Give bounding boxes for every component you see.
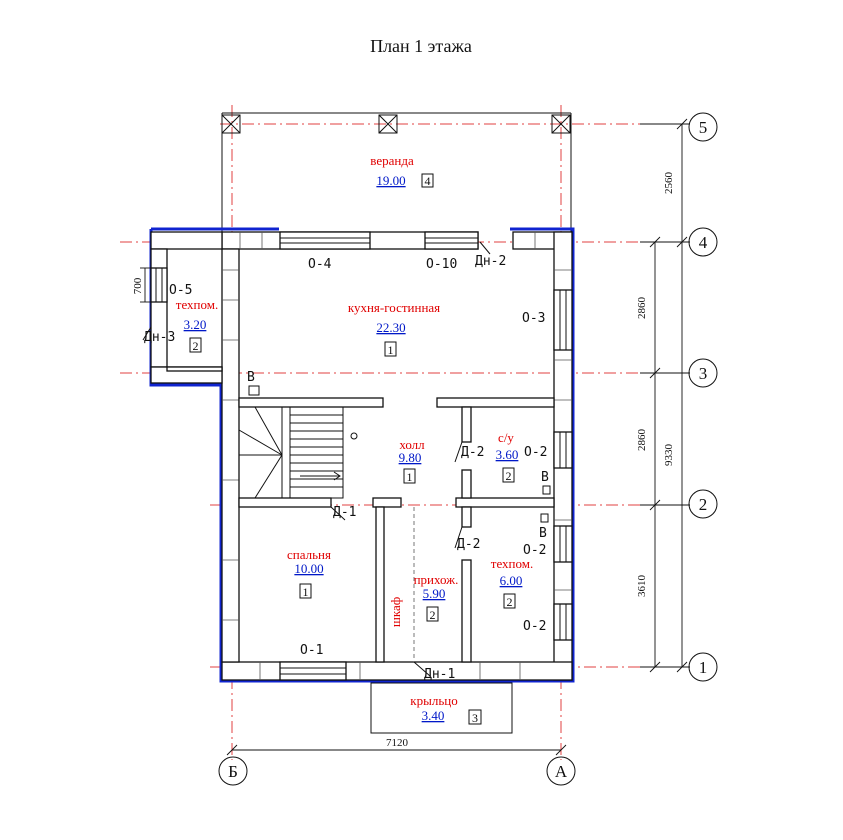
room-name: холл: [399, 437, 425, 452]
room-area: 3.40: [422, 708, 445, 723]
dim-5-4: 2560: [663, 172, 675, 195]
room-entry-label: прихож. 5.90 2: [414, 572, 459, 622]
room-name: с/у: [498, 430, 514, 445]
mark-d2-b: Д-2: [457, 537, 480, 552]
vent-markers: В В В: [247, 370, 551, 541]
vent-label-2: В: [541, 470, 549, 485]
dim-width: 7120: [386, 737, 409, 749]
room-class: 2: [507, 595, 513, 609]
room-class: 1: [388, 343, 394, 357]
dim-4-3: 2860: [636, 297, 648, 320]
staircase: [238, 406, 358, 499]
window-o2-b: [553, 525, 573, 563]
axis-label-1: 1: [699, 658, 708, 677]
axis-bubble-b: [218, 756, 248, 786]
room-name: техпом.: [491, 556, 533, 571]
axis-label-a: А: [555, 762, 568, 781]
mark-o10: О-10: [426, 257, 457, 272]
room-name: техпом.: [176, 297, 218, 312]
mark-dn2: Дн-2: [475, 254, 506, 269]
room-name: прихож.: [414, 572, 459, 587]
room-area: 3.20: [184, 317, 207, 332]
room-area: 5.90: [423, 586, 446, 601]
room-porch-label: крыльцо 3.40 3: [410, 693, 482, 725]
window-o1: [279, 661, 347, 681]
axis-label-4: 4: [699, 233, 708, 252]
windows: [150, 231, 573, 681]
room-hall-label: холл 9.80 1: [399, 437, 426, 484]
doors: [142, 241, 491, 677]
dimension-bottom: 7120: [226, 737, 567, 756]
closet-label: шкаф: [388, 597, 403, 627]
axis-bubbles: 5 4 3 2 1 Б А: [218, 112, 718, 786]
dimension-chain-right: 2560 2860 2860 9330 3610: [636, 118, 690, 673]
room-bedroom-label: спальня 10.00 1: [287, 547, 331, 599]
mark-d2-a: Д-2: [461, 445, 484, 460]
mark-dn3: Дн-3: [144, 330, 175, 345]
axis-bubble-5: [688, 112, 718, 142]
room-class: 1: [303, 585, 309, 599]
mark-o3: О-3: [522, 311, 545, 326]
room-tech-left-label: техпом. 3.20 2: [176, 297, 218, 353]
window-o5: [150, 267, 168, 303]
column-post: [551, 114, 571, 134]
axis-label-3: 3: [699, 364, 708, 383]
room-tech-right-label: техпом. 6.00 2: [491, 556, 533, 609]
column-post: [221, 114, 241, 134]
dim-total: 9330: [663, 444, 675, 467]
window-o4: [279, 231, 371, 250]
axis-bubble-2: [688, 489, 718, 519]
axis-label-5: 5: [699, 118, 708, 137]
dim-2-1: 3610: [636, 575, 648, 598]
room-area: 10.00: [294, 561, 323, 576]
room-class: 2: [193, 339, 199, 353]
room-kitchen-label: кухня-гостинная 22.30 1: [348, 300, 440, 357]
mark-o4: О-4: [308, 257, 332, 272]
room-name: крыльцо: [410, 693, 457, 708]
axis-bubble-a: [546, 756, 576, 786]
room-name: спальня: [287, 547, 331, 562]
room-name: кухня-гостинная: [348, 300, 440, 315]
mark-o2-a: О-2: [524, 445, 547, 460]
room-area: 22.30: [376, 320, 405, 335]
room-area: 9.80: [399, 450, 422, 465]
column-post: [378, 114, 398, 134]
window-o10: [424, 231, 479, 250]
room-class: 2: [430, 608, 436, 622]
plan-title: План 1 этажа: [370, 36, 472, 56]
mark-o2-c: О-2: [523, 619, 546, 634]
mark-o2-b: О-2: [523, 543, 546, 558]
tech-dimension: 700: [132, 267, 151, 303]
mark-o5: О-5: [169, 283, 192, 298]
dim-3-2: 2860: [636, 429, 648, 452]
room-area: 6.00: [500, 573, 523, 588]
axis-label-2: 2: [699, 495, 708, 514]
room-class: 4: [425, 174, 431, 188]
room-class: 1: [407, 470, 413, 484]
room-class: 3: [472, 711, 478, 725]
porch: [370, 682, 513, 734]
dim-tech-height: 700: [132, 277, 144, 294]
veranda: [221, 112, 572, 232]
room-area: 3.60: [496, 447, 519, 462]
room-area: 19.00: [376, 173, 405, 188]
room-class: 2: [506, 469, 512, 483]
element-marks: О-4 О-10 Дн-2 О-5 О-3 Дн-3 Д-2 О-2 Д-1 Д…: [144, 254, 547, 682]
window-o3: [553, 289, 573, 351]
interior-walls: [166, 366, 555, 663]
room-veranda-label: веранда 19.00 4: [370, 153, 434, 188]
room-name: веранда: [370, 153, 414, 168]
window-o2-a: [553, 431, 573, 469]
axis-label-b: Б: [228, 762, 238, 781]
mark-d1: Д-1: [333, 505, 356, 520]
exterior-outline: [149, 227, 575, 683]
window-o2-c: [553, 603, 573, 641]
vent-label-3: В: [539, 526, 547, 541]
vent-label-1: В: [247, 370, 255, 385]
mark-dn1: Дн-1: [424, 667, 455, 682]
room-wc-label: с/у 3.60 2: [496, 430, 519, 483]
mark-o1: О-1: [300, 643, 323, 658]
